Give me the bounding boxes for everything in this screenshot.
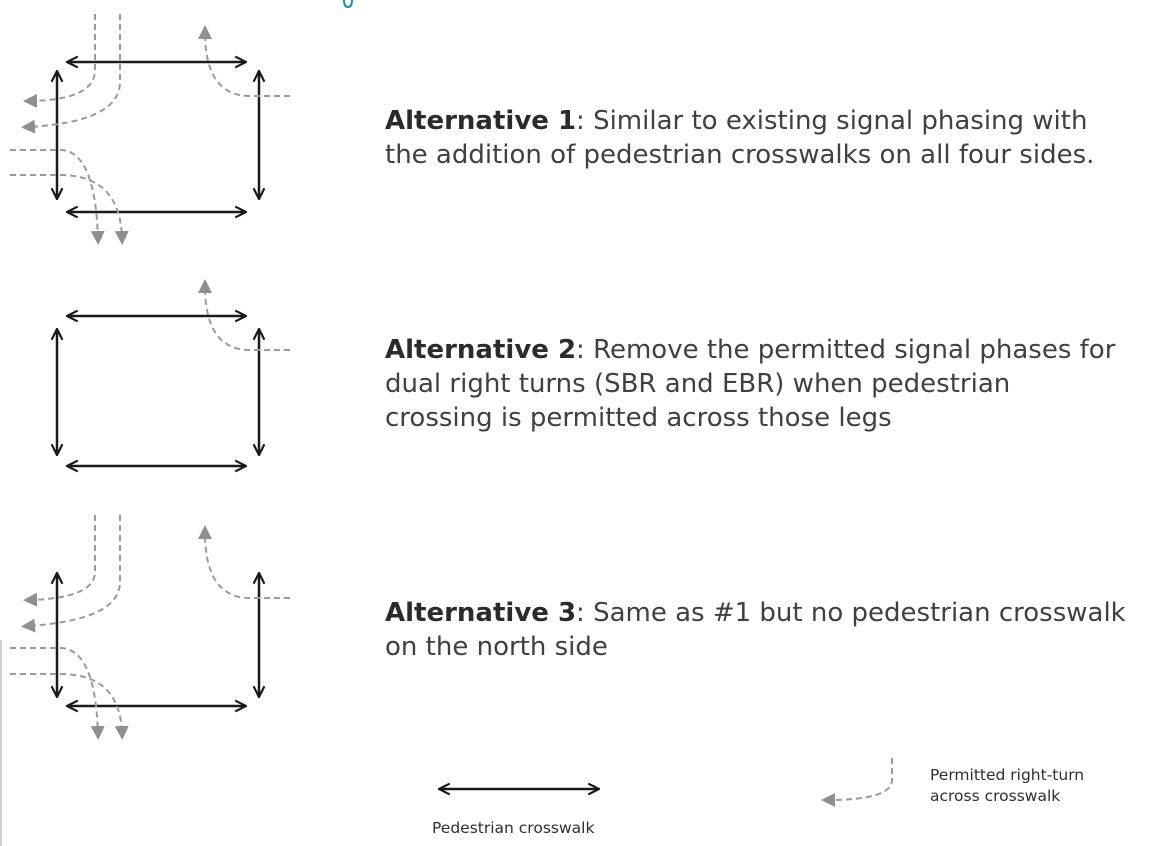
turn-eb-2 <box>10 174 129 245</box>
alternative-2-title: Alternative 2 <box>385 335 577 365</box>
legend-crosswalk-label: Pedestrian crosswalk <box>432 819 595 837</box>
turn-eb-1 <box>10 149 105 245</box>
legend-turn-arrow <box>821 758 893 807</box>
alternative-1-text: Alternative 1: Similar to existing signa… <box>385 104 1094 172</box>
turn-nb <box>198 525 290 599</box>
legend-turn-label-line1: Permitted right-turn <box>930 766 1085 784</box>
alternative-3-text: Alternative 3: Same as #1 but no pedestr… <box>385 596 1126 664</box>
alternative-2-text: Alternative 2: Remove the permitted sign… <box>385 333 1115 435</box>
alternative-3-desc: : Same as #1 but no pedestrian crosswalk <box>576 598 1126 628</box>
turn-sb-1 <box>23 14 96 108</box>
turn-sb-2 <box>21 515 121 633</box>
alternative-3-title: Alternative 3 <box>385 598 577 628</box>
legend-symbols <box>440 758 893 807</box>
turn-eb-2 <box>10 673 129 740</box>
legend-turn-label: Permitted right-turn across crosswalk <box>930 765 1084 807</box>
turn-sb-2 <box>21 14 121 134</box>
heading-fragment <box>343 0 353 8</box>
alternative-3-desc-line2: on the north side <box>385 632 608 662</box>
alternative-1-desc-line2: the addition of pedestrian crosswalks on… <box>385 140 1095 170</box>
alt2-diagram <box>57 279 290 466</box>
turn-eb-1 <box>10 647 105 740</box>
legend-turn-label-line2: across crosswalk <box>930 787 1061 805</box>
alternative-1-title: Alternative 1 <box>385 106 577 136</box>
turn-nb <box>198 279 290 351</box>
turn-nb <box>198 25 290 97</box>
alternative-2-desc: : Remove the permitted signal phases for <box>576 335 1116 365</box>
alternative-2-desc-line3: crossing is permitted across those legs <box>385 403 892 433</box>
alternative-1-desc: : Similar to existing signal phasing wit… <box>576 106 1088 136</box>
alt1-diagram <box>10 14 290 245</box>
alt3-diagram <box>10 515 290 740</box>
alternative-2-desc-line2: dual right turns (SBR and EBR) when pede… <box>385 369 1011 399</box>
turn-sb-1 <box>23 515 96 607</box>
